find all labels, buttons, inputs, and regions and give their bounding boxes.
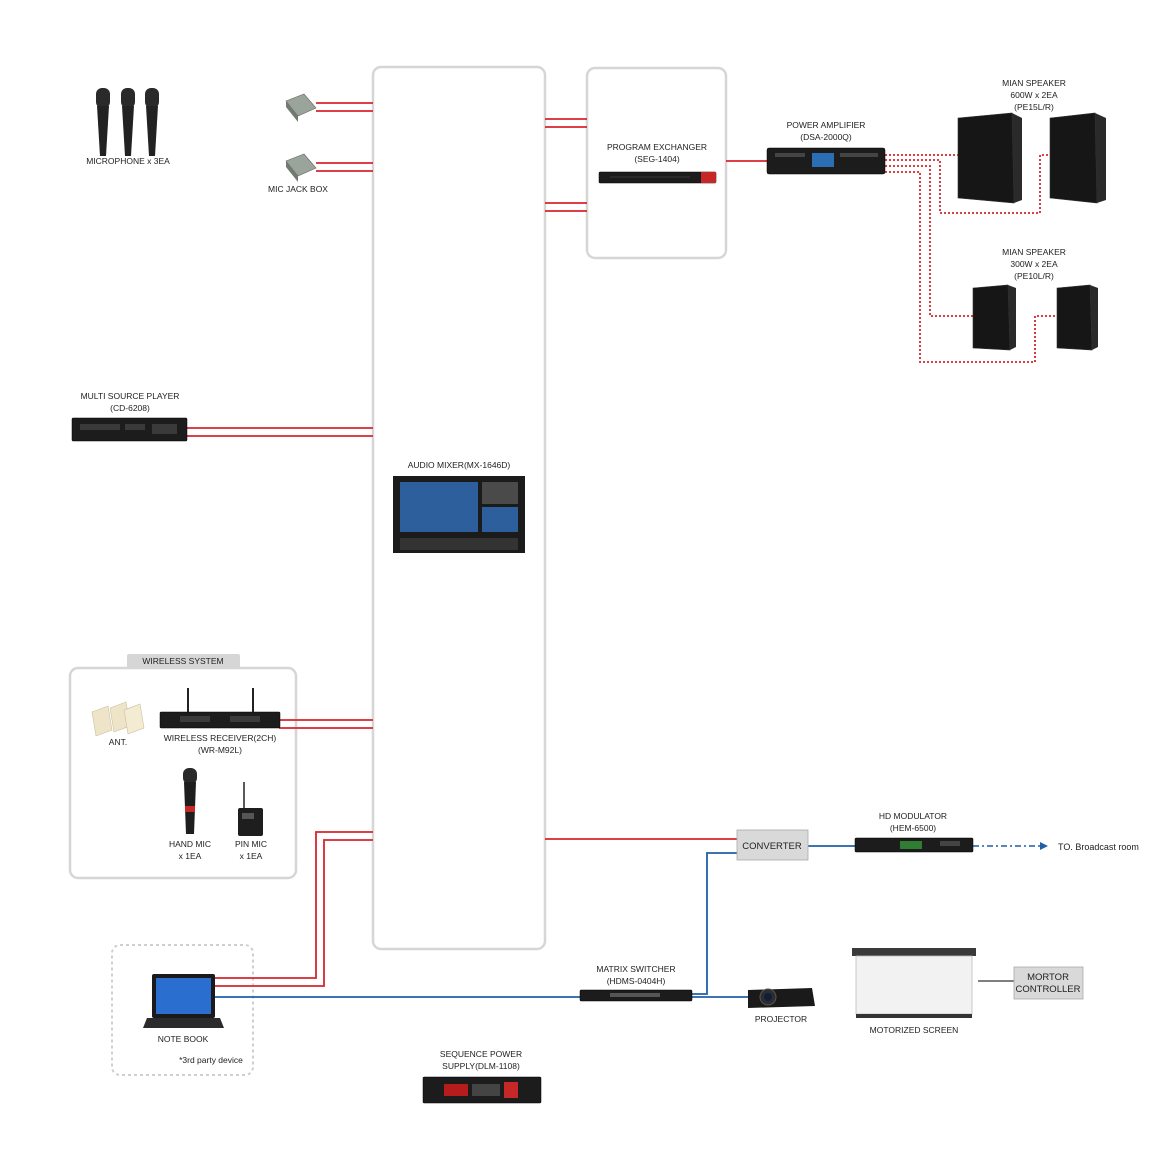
mic-jack-box-label: MIC JACK BOX (268, 184, 328, 194)
matrix-switcher-device (579, 989, 693, 1002)
power-amplifier-model: (DSA-2000Q) (800, 132, 852, 142)
motor-controller-box (1013, 966, 1084, 1000)
multi-source-player-model: (CD-6208) (110, 403, 150, 413)
projector-icon (748, 988, 815, 1008)
motorized-screen-icon (852, 948, 976, 1018)
broadcast-room-label: TO. Broadcast room (1058, 842, 1139, 852)
microphone-icon (96, 88, 159, 156)
hd-modulator-model: (HEM-6500) (890, 823, 936, 833)
main-speaker-600-model: (PE15L/R) (1014, 102, 1054, 112)
program-exchanger-panel (585, 66, 728, 260)
hd-modulator-label: HD MODULATOR (879, 811, 947, 821)
hand-mic-count: x 1EA (179, 851, 202, 861)
main-speaker-300-label: MIAN SPEAKER (1002, 247, 1066, 257)
main-speaker-600-label: MIAN SPEAKER (1002, 78, 1066, 88)
pin-mic-icon (238, 782, 263, 836)
notebook-label: NOTE BOOK (158, 1034, 209, 1044)
matrix-switcher-label: MATRIX SWITCHER (596, 964, 675, 974)
main-speaker-300-model: (PE10L/R) (1014, 271, 1054, 281)
sequence-power-label-2: SUPPLY(DLM-1108) (442, 1061, 520, 1071)
program-exchanger-device (598, 171, 717, 184)
wireless-receiver-label: WIRELESS RECEIVER(2CH) (164, 733, 277, 743)
projector-label: PROJECTOR (755, 1014, 807, 1024)
wireless-receiver-model: (WR-M92L) (198, 745, 242, 755)
program-exchanger-label: PROGRAM EXCHANGER (607, 142, 707, 152)
wireless-system-label: WIRELESS SYSTEM (142, 656, 223, 666)
wireless-receiver-device (159, 688, 281, 729)
hd-modulator-device (854, 837, 974, 853)
motor-controller-label-1: MORTOR (1027, 972, 1069, 983)
video-lines (215, 842, 1048, 998)
converter-box (736, 829, 809, 861)
third-party-note: *3rd party device (179, 1055, 243, 1065)
program-exchanger-model: (SEG-1404) (634, 154, 680, 164)
microphone-label: MICROPHONE x 3EA (86, 156, 170, 166)
mic-jack-box-icon (285, 93, 317, 182)
main-speaker-300-left-icon (972, 284, 1016, 351)
main-speaker-300-right-icon (1056, 284, 1098, 351)
motorized-screen-label: MOTORIZED SCREEN (870, 1025, 959, 1035)
wireless-system-tab (127, 654, 240, 668)
speaker-lines (885, 154, 1057, 363)
antenna-label: ANT. (109, 737, 127, 747)
main-speaker-600-power: 600W x 2EA (1010, 90, 1058, 100)
motor-controller-label-2: CONTROLLER (1016, 984, 1081, 995)
sequence-power-device (422, 1076, 542, 1104)
sequence-power-label-1: SEQUENCE POWER (440, 1049, 522, 1059)
pin-mic-label: PIN MIC (235, 839, 267, 849)
main-speaker-300-power: 300W x 2EA (1010, 259, 1058, 269)
converter-label: CONVERTER (742, 841, 802, 852)
main-speaker-600-right-icon (1049, 112, 1106, 204)
audio-mixer-device (393, 476, 525, 553)
antenna-icon (91, 701, 145, 737)
power-amplifier-device (766, 147, 886, 175)
audio-lines (187, 102, 767, 987)
matrix-switcher-model: (HDMS-0404H) (607, 976, 666, 986)
notebook-panel (111, 944, 254, 1076)
notebook-icon (143, 974, 224, 1028)
hand-mic-label: HAND MIC (169, 839, 211, 849)
main-speaker-600-left-icon (957, 112, 1022, 204)
audio-mixer-label: AUDIO MIXER(MX-1646D) (408, 460, 511, 470)
multi-source-player-label: MULTI SOURCE PLAYER (81, 391, 180, 401)
pin-mic-count: x 1EA (240, 851, 263, 861)
hand-mic-icon (183, 768, 197, 834)
multi-source-player-device (71, 417, 188, 442)
power-amplifier-label: POWER AMPLIFIER (787, 120, 866, 130)
